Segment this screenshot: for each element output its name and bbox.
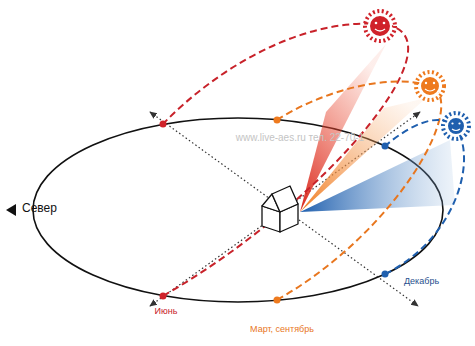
axis-line (150, 112, 420, 306)
equinox-sun (416, 72, 444, 100)
december-sun (443, 113, 469, 139)
equinox-dot (274, 117, 281, 124)
direction-label: Север (22, 202, 57, 216)
december-dot (382, 271, 389, 278)
house-icon (262, 186, 298, 232)
june-dot (160, 293, 167, 300)
december-dot (382, 143, 389, 150)
june-path (163, 24, 408, 296)
watermark: www.live-aes.ru тел. 22-70-1 (236, 132, 364, 144)
equinox-dot (274, 297, 281, 304)
june-sun (365, 11, 395, 41)
month-label: Март, сентябрь (250, 324, 314, 334)
month-label: Декабрь (404, 276, 439, 286)
equinox-path (277, 81, 441, 300)
december-path (385, 120, 464, 274)
north-arrow (6, 204, 16, 216)
horizon-ellipse (33, 118, 443, 302)
june-dot (160, 121, 167, 128)
month-label: Июнь (155, 306, 178, 316)
